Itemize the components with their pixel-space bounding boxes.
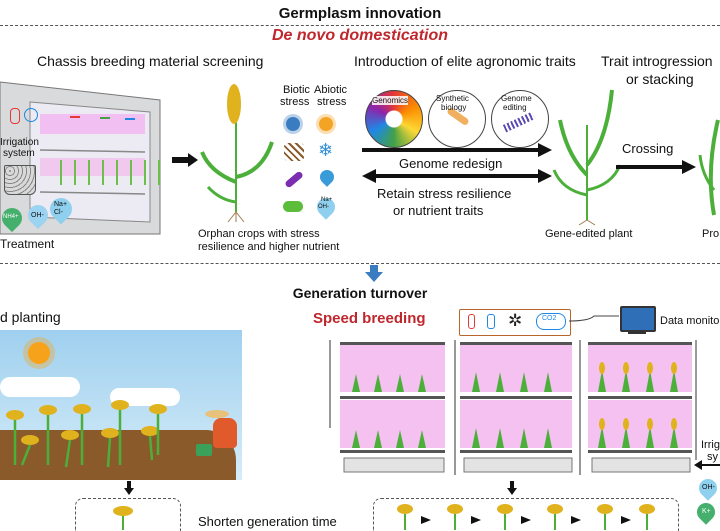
top-divider	[0, 25, 720, 26]
sun-icon	[319, 117, 333, 131]
de-novo-subtitle: De novo domestication	[271, 27, 449, 44]
retain-traits-label-2: or nutrient traits	[393, 203, 484, 218]
thermometer-icon	[10, 108, 20, 124]
treatment-label: Treatment	[0, 237, 55, 251]
speed-breeding-shelves	[329, 340, 697, 475]
water-drop-icon	[317, 167, 337, 187]
speed-result-box	[373, 498, 679, 531]
fungus-icon	[284, 143, 304, 161]
irrigation-label-2: system	[3, 148, 35, 159]
virus-icon	[286, 117, 300, 131]
monitor-connector	[568, 315, 619, 322]
panel-fan-icon: ✲	[508, 311, 523, 330]
snowflake-icon: ❄	[318, 140, 334, 160]
trait-introgression-label-1: Trait introgression	[601, 53, 713, 69]
gene-edited-plant-illustration	[552, 89, 622, 226]
arrow-chamber-to-wheat	[172, 153, 198, 167]
genome-editing-label-2: editing	[503, 103, 527, 112]
ion-oh-text: OH-	[31, 212, 44, 219]
shorten-generation-label: Shorten generation time	[198, 514, 337, 529]
sun-field-icon	[28, 342, 50, 364]
irrigation-label-1: Irrigation	[0, 137, 39, 148]
farmer-figure	[213, 418, 237, 448]
chamber-plants	[60, 160, 160, 185]
progeny-plant-partial	[698, 119, 720, 216]
chassis-screening-label: Chassis breeding material screening	[37, 53, 264, 69]
ion-oh2-text: OH-	[318, 204, 329, 210]
watering-can-icon	[196, 444, 212, 456]
biotic-stress-label-1: Biotic	[283, 84, 310, 96]
monitor-icon	[620, 306, 656, 332]
irrigation-right-label-2: sy	[707, 451, 718, 463]
genome-editing-label-1: Genome	[501, 94, 532, 103]
bacteria-icon	[284, 170, 304, 189]
field-wheat-rows	[6, 400, 167, 468]
panel-humidity-icon	[487, 314, 495, 329]
field-planting-label: d planting	[0, 309, 61, 325]
genomics-label: Genomics	[372, 96, 409, 105]
irrigation-right-arrow	[694, 460, 720, 470]
genome-redesign-arrow	[362, 143, 552, 157]
ion-cl-text: Cl-	[54, 209, 63, 216]
trait-introgression-label-2: or stacking	[626, 71, 694, 87]
ion-k-right-text: K+	[702, 508, 711, 515]
orphan-crops-label-1: Orphan crops with stress	[198, 228, 320, 240]
farmer-hat	[205, 410, 229, 418]
ion-nh4-text: NH4+	[3, 214, 19, 220]
diagram-title: Germplasm innovation	[278, 5, 442, 22]
genome-redesign-label: Genome redesign	[399, 156, 503, 171]
gene-edited-plant-label: Gene-edited plant	[545, 228, 633, 240]
field-result-wheat	[113, 506, 133, 530]
biotic-stress-label-2: stress	[280, 96, 310, 108]
arrow-speed-down	[507, 481, 517, 495]
data-monitor-label: Data monito	[660, 315, 720, 327]
middle-divider	[0, 263, 720, 264]
arrow-field-down	[124, 481, 134, 495]
insect-icon	[283, 201, 303, 212]
monitor-stand	[628, 330, 646, 334]
cloud-2	[110, 388, 180, 406]
abiotic-stress-label-2: stress	[317, 96, 347, 108]
panel-co2-text: CO2	[542, 315, 557, 322]
wheat-plant-illustration	[200, 84, 274, 223]
crossing-label: Crossing	[622, 141, 674, 156]
intro-elite-traits-label: Introduction of elite agronomic traits	[354, 53, 576, 69]
synthetic-label-1: Synthetic	[436, 94, 469, 103]
speed-breeding-label: Speed breeding	[313, 310, 426, 327]
down-arrow-blue	[365, 265, 383, 282]
ion-na-text: Na+	[54, 201, 68, 208]
ion-oh-right-text: OH-	[702, 484, 715, 491]
humidity-icon	[24, 108, 38, 122]
ion-na2-text: Na+	[321, 197, 333, 203]
speed-result-wheat-row	[397, 504, 655, 530]
retain-traits-arrow	[362, 169, 552, 183]
irrigation-tank	[4, 165, 36, 195]
panel-co2-cloud	[536, 313, 566, 330]
field-result-box	[75, 498, 181, 531]
crossing-arrow	[616, 160, 696, 174]
cloud-1	[0, 377, 80, 397]
synthetic-label-2: biology	[441, 103, 467, 112]
panel-thermometer-icon	[468, 314, 475, 329]
abiotic-stress-label-1: Abiotic	[314, 84, 348, 96]
generation-turnover-title: Generation turnover	[292, 285, 428, 301]
orphan-crops-label-2: resilience and higher nutrient	[198, 241, 340, 253]
irrigation-right-label-1: Irrig	[701, 439, 720, 451]
progeny-label: Pro	[702, 228, 720, 240]
retain-traits-label-1: Retain stress resilience	[377, 186, 512, 201]
